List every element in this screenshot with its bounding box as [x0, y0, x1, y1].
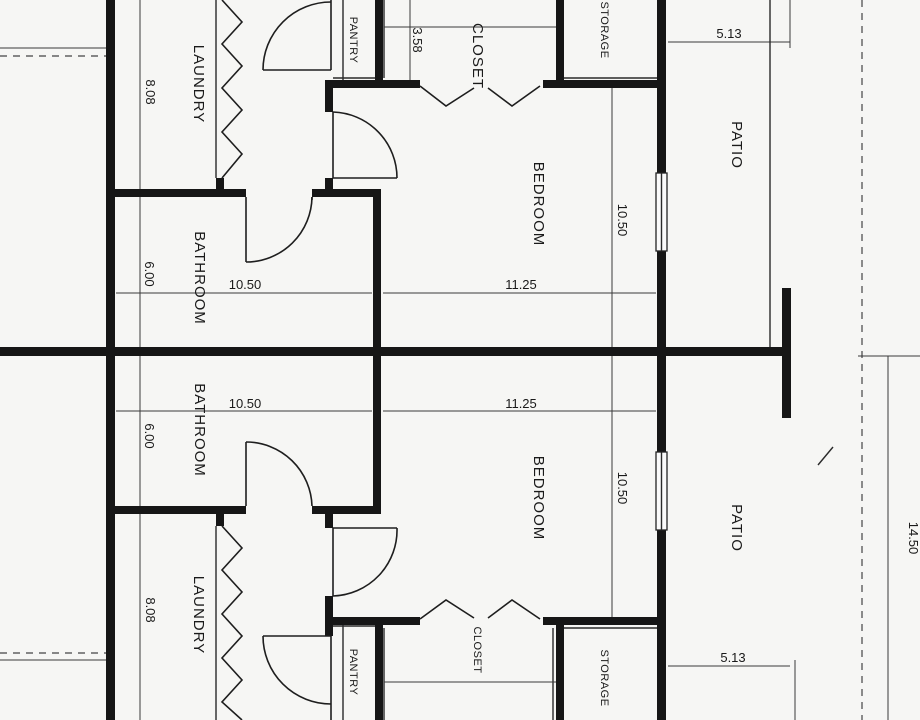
room-labels-lower: BATHROOM BEDROOM PATIO LAUNDRY PANTRY CL…: [190, 383, 745, 706]
label-patio-lower: PATIO: [728, 504, 745, 552]
label-patio-upper: PATIO: [728, 121, 745, 169]
dim-patio-width-lower: 5.13: [720, 650, 745, 665]
dim-laundry-depth-upper: 8.08: [143, 79, 158, 104]
label-storage-upper: STORAGE: [598, 1, 610, 58]
dim-closet-depth-upper: 3.58: [410, 27, 425, 52]
label-pantry-lower: PANTRY: [347, 649, 359, 696]
label-laundry-lower: LAUNDRY: [190, 576, 207, 654]
dim-bathroom-width-upper: 10.50: [229, 277, 262, 292]
label-closet-lower: CLOSET: [471, 626, 483, 673]
windows: [655, 172, 668, 531]
label-closet-upper: CLOSET: [469, 23, 486, 89]
label-bathroom-upper: BATHROOM: [191, 231, 208, 325]
label-bedroom-upper: BEDROOM: [530, 162, 547, 247]
label-laundry-upper: LAUNDRY: [190, 45, 207, 123]
dim-bathroom-depth-lower: 6.00: [142, 423, 157, 448]
dimension-labels-lower: 10.50 11.25 6.00 10.50 8.08 5.13 14.50: [142, 396, 920, 665]
dim-bedroom-depth-lower: 10.50: [615, 472, 630, 505]
thin-partitions: [333, 0, 657, 720]
dim-bedroom-depth-upper: 10.50: [615, 204, 630, 237]
doors: [245, 0, 398, 720]
room-labels-upper: LAUNDRY PANTRY CLOSET STORAGE BATHROOM B…: [190, 1, 745, 324]
label-bathroom-lower: BATHROOM: [191, 383, 208, 477]
bifold-doors: [215, 0, 541, 720]
dim-bedroom-width-upper: 11.25: [505, 277, 537, 292]
dim-patio-depth-lower: 14.50: [906, 522, 920, 555]
dim-bathroom-width-lower: 10.50: [229, 396, 262, 411]
dim-laundry-depth-lower: 8.08: [143, 597, 158, 622]
dim-patio-width-upper: 5.13: [716, 26, 741, 41]
dimension-lines: [116, 0, 920, 720]
dimension-labels-upper: 8.08 3.58 5.13 6.00 10.50 11.25 10.50: [142, 26, 742, 292]
dim-bathroom-depth-upper: 6.00: [142, 261, 157, 286]
walls: [0, 0, 791, 720]
label-bedroom-lower: BEDROOM: [530, 456, 547, 541]
dashed-lines: [0, 0, 863, 720]
dim-bedroom-width-lower: 11.25: [505, 396, 537, 411]
label-storage-lower: STORAGE: [598, 649, 610, 706]
label-pantry-upper: PANTRY: [347, 17, 359, 64]
